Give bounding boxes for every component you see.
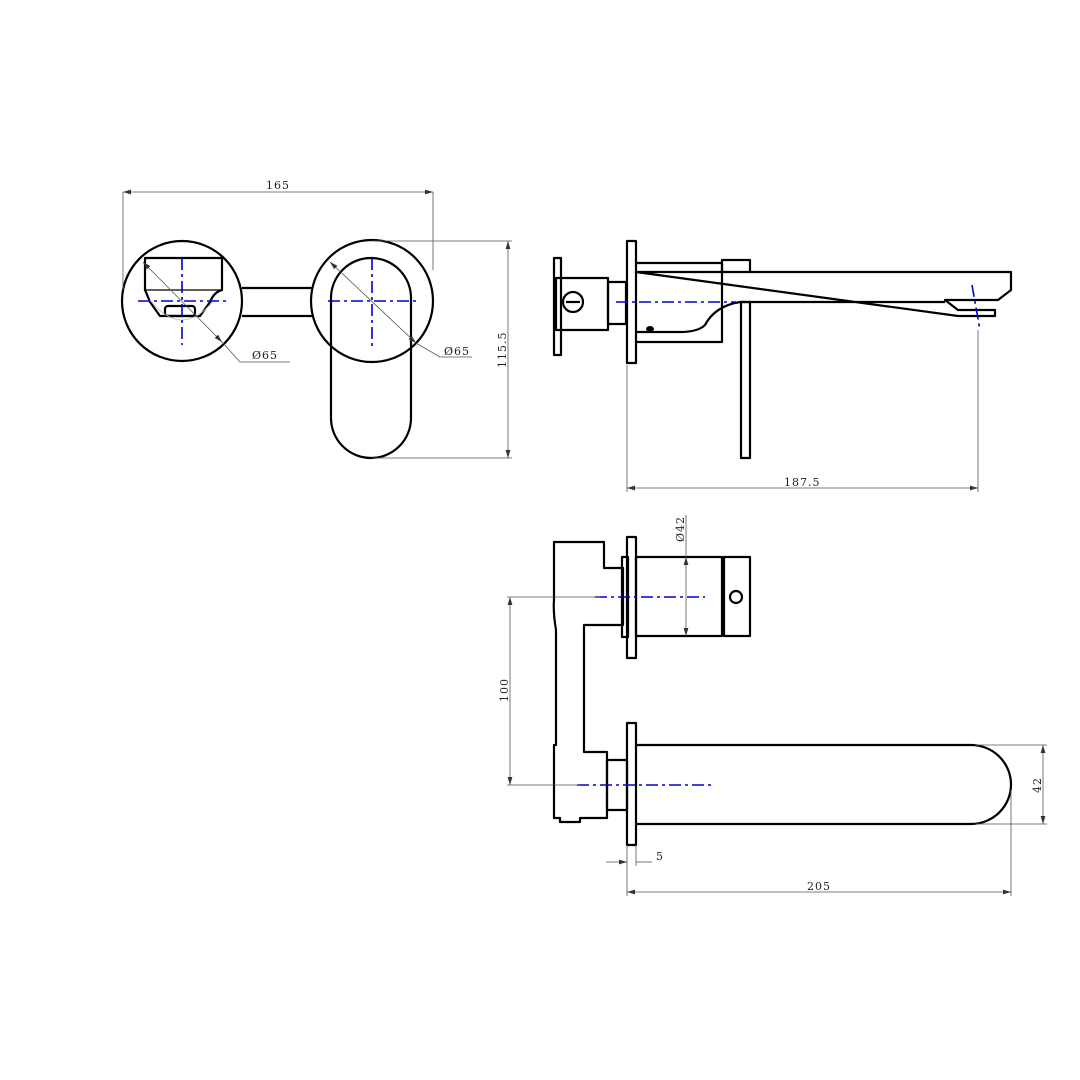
dim-spout-projection-label: 205 bbox=[807, 880, 831, 893]
dim-plate-right-label: Ø65 bbox=[444, 345, 470, 358]
indicator-hole bbox=[728, 589, 744, 605]
side-view: 187.5 bbox=[552, 239, 1013, 492]
lever-handle bbox=[329, 256, 413, 460]
dim-plate-thickness-label: 5 bbox=[656, 850, 664, 863]
aerator-pin bbox=[646, 326, 654, 332]
top-view: Ø42 100 42 5 205 bbox=[498, 515, 1047, 896]
spout-body bbox=[634, 270, 1013, 334]
spout-wall-plate bbox=[120, 239, 244, 363]
spout bbox=[636, 743, 1013, 826]
handle-ring bbox=[722, 555, 752, 638]
dim-mixer-diameter-label: Ø42 bbox=[674, 516, 687, 542]
front-view: 165 115.5 Ø65 Ø65 bbox=[120, 179, 512, 460]
dim-height-label: 115.5 bbox=[496, 332, 509, 369]
mixer-wall-plate bbox=[309, 238, 435, 364]
dim-side-projection-label: 187.5 bbox=[784, 476, 821, 489]
handle-body bbox=[636, 261, 724, 344]
dim-width-label: 165 bbox=[266, 179, 290, 192]
handle-knob bbox=[720, 258, 752, 272]
spout-wall-plate bbox=[625, 721, 638, 847]
dim-spout-width-label: 42 bbox=[1031, 777, 1044, 793]
connecting-pipe bbox=[242, 286, 312, 318]
thread bbox=[606, 280, 628, 326]
aerator bbox=[163, 304, 197, 318]
body-flange bbox=[552, 256, 563, 357]
dim-plate-left-label: Ø65 bbox=[252, 349, 278, 362]
dim-centre-distance-label: 100 bbox=[498, 678, 511, 702]
screw-cap bbox=[561, 290, 585, 314]
body-casting bbox=[552, 540, 625, 824]
lever bbox=[739, 300, 752, 460]
